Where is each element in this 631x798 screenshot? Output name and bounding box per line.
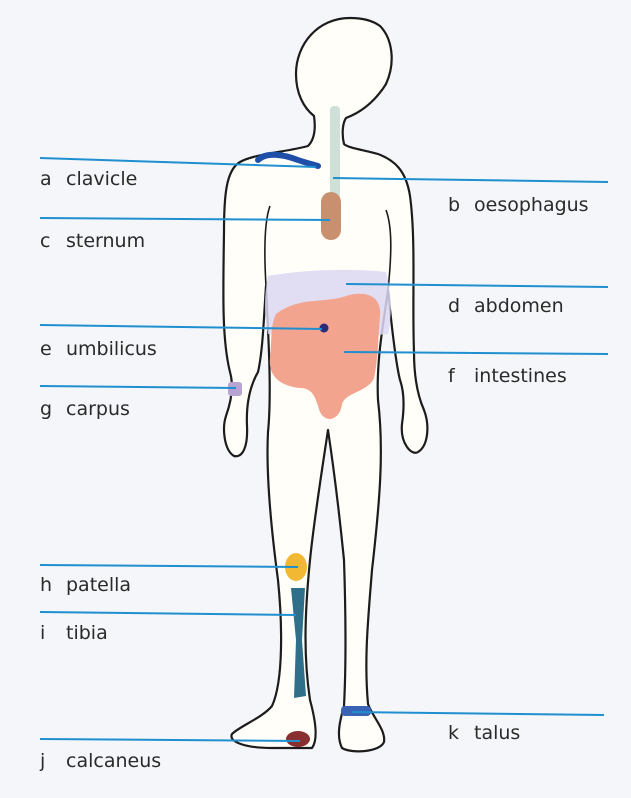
label-text: umbilicus	[66, 338, 157, 360]
label-letter: g	[40, 398, 66, 420]
label-letter: e	[40, 338, 66, 360]
label-text: carpus	[66, 398, 130, 420]
label-text: sternum	[66, 230, 145, 252]
leader-line-tibia	[40, 612, 296, 615]
label-letter: j	[40, 750, 66, 772]
label-text: abdomen	[474, 295, 564, 317]
label-text: oesophagus	[474, 194, 589, 216]
label-text: talus	[474, 722, 520, 744]
label-letter: b	[448, 194, 474, 216]
label-letter: h	[40, 574, 66, 596]
label-text: intestines	[474, 365, 567, 387]
label-text: calcaneus	[66, 750, 161, 772]
label-letter: c	[40, 230, 66, 252]
talus-shape	[341, 706, 371, 716]
sternum-shape	[321, 192, 341, 240]
label-text: tibia	[66, 622, 108, 644]
oesophagus-shape	[330, 106, 340, 198]
label-text: patella	[66, 574, 131, 596]
label-letter: k	[448, 722, 474, 744]
calcaneus-shape	[286, 731, 310, 747]
carpus-shape	[228, 382, 242, 396]
leader-line-carpus	[40, 386, 236, 388]
leader-line-talus	[352, 712, 604, 715]
leader-line-intestines	[344, 352, 608, 354]
label-letter: f	[448, 365, 474, 387]
label-letter: i	[40, 622, 66, 644]
label-text: clavicle	[66, 168, 137, 190]
label-letter: a	[40, 168, 66, 190]
label-letter: d	[448, 295, 474, 317]
leader-line-patella	[40, 565, 298, 567]
